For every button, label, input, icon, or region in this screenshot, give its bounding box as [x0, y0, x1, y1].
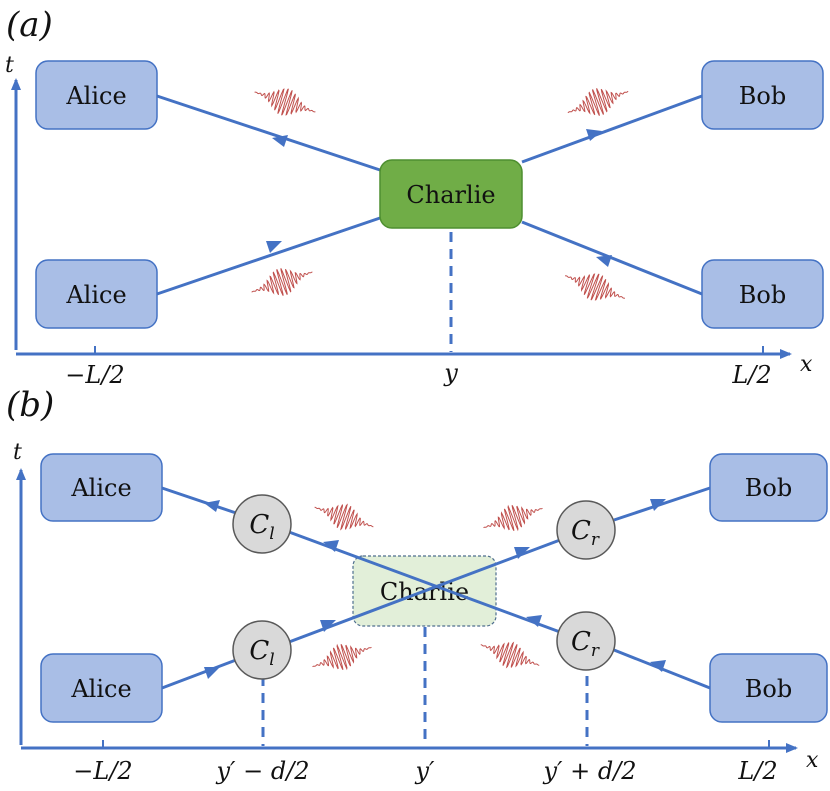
panel-b-arrow-alice-top: [204, 500, 220, 512]
panel-b-pulse-4: [480, 641, 540, 669]
panel-b-alice-bottom-label: Alice: [70, 675, 131, 703]
panel-b-arrow-cl-top: [323, 540, 339, 552]
panel-b-alice-bottom-box: [40, 653, 163, 723]
panel-a-label: (a): [6, 5, 53, 45]
panel-b-bob-top-label: Bob: [745, 474, 792, 502]
panel-a-arrow-bob-top: [586, 129, 602, 141]
panel-a-line-bob-top: [521, 94, 703, 164]
panel-b: (b) t x Charlie: [6, 385, 828, 785]
panel-a-bob-bottom-label: Bob: [739, 281, 786, 309]
panel-a-alice-top-label: Alice: [65, 82, 126, 110]
panel-b-cr-bottom-label: Cr: [571, 627, 600, 661]
panel-b-cl-bottom-main: C: [249, 636, 269, 666]
panel-a-alice-bottom-box: [35, 259, 158, 329]
panel-b-arrow-cl-bottom: [320, 620, 336, 632]
panel-a-arrow-alice-bottom: [266, 241, 282, 253]
panel-b-arrow-cr-bottom: [526, 615, 542, 627]
panel-b-alice-top-box: [40, 453, 163, 522]
panel-b-pulse-1: [314, 503, 374, 531]
panel-a-bob-bottom-box: [701, 259, 824, 329]
panel-b-tick-l-label: y′ − d/2: [215, 757, 309, 785]
panel-a-pulse-2: [567, 88, 629, 116]
panel-b-cr-bottom-circle: [556, 611, 616, 671]
panel-b-cl-bottom-label: Cl: [249, 636, 274, 670]
panel-a-line-alice-bottom: [156, 216, 381, 296]
panel-b-tick-right-label: L/2: [737, 757, 777, 785]
panel-b-line-cr-top-bob: [613, 486, 711, 522]
panel-b-cr-bottom-sub: r: [591, 641, 600, 661]
panel-a-bob-top-box: [701, 60, 824, 130]
panel-a-pulse-4: [564, 273, 626, 301]
panel-b-line-alice-bottom: [161, 658, 237, 690]
panel-b-t-label: t: [13, 440, 22, 465]
panel-a-arrow-bob-bottom: [596, 255, 612, 267]
panel-b-x-label: x: [806, 748, 819, 773]
panel-a-tick-left-label: −L/2: [65, 361, 124, 389]
panel-b-line-alice-top: [161, 486, 237, 515]
panel-b-cl-bottom-sub: l: [269, 650, 274, 670]
panel-a-line-alice-top: [156, 94, 381, 172]
panel-b-cl-bottom-circle: [232, 620, 292, 680]
panel-b-pulse-2: [483, 504, 543, 532]
panel-b-tick-mid-label: y′: [414, 757, 435, 785]
panel-b-arrow-bob-top: [650, 499, 666, 511]
panel-a-tick-right-label: L/2: [731, 361, 771, 389]
panel-a-charlie-label: Charlie: [406, 181, 495, 209]
panel-b-cr-top-main: C: [571, 516, 591, 546]
panel-a-alice-bottom-label: Alice: [65, 281, 126, 309]
panel-b-cr-top-circle: [556, 500, 616, 560]
panel-b-label: (b): [6, 385, 54, 425]
panel-b-arrow-alice-bottom: [204, 667, 220, 679]
panel-a-line-bob-bottom: [521, 220, 703, 296]
panel-a-pulse-1: [254, 88, 316, 116]
panel-a-x-label: x: [800, 352, 813, 377]
panel-b-line-cl-bottom-cr-top: [288, 538, 561, 644]
panel-b-bob-bottom-box: [709, 653, 828, 723]
panel-a-alice-top-box: [35, 60, 158, 130]
panel-a: (a) t x Alice Alice Bob Bob Char: [5, 5, 824, 389]
panel-b-alice-top-label: Alice: [70, 474, 131, 502]
panel-b-cl-top-sub: l: [269, 524, 274, 544]
panel-a-charlie-box: [379, 159, 523, 229]
panel-b-pulse-3: [312, 643, 372, 671]
panel-b-bob-bottom-label: Bob: [745, 675, 792, 703]
panel-a-pulse-3: [251, 268, 313, 296]
panel-b-bob-top-box: [709, 453, 828, 522]
panel-b-cl-top-main: C: [249, 510, 269, 540]
panel-b-cr-top-sub: r: [591, 530, 600, 550]
panel-a-arrow-alice-top: [272, 135, 288, 147]
panel-b-tick-r-label: y′ + d/2: [542, 757, 636, 785]
panel-a-t-label: t: [5, 53, 14, 78]
panel-b-tick-left-label: −L/2: [73, 757, 132, 785]
panel-a-tick-mid-label: y: [443, 359, 458, 387]
panel-b-arrow-cr-top: [514, 547, 530, 559]
panel-b-cl-top-circle: [232, 494, 292, 554]
panel-a-bob-top-label: Bob: [739, 82, 786, 110]
panel-b-cl-top-label: Cl: [249, 510, 274, 544]
panel-b-cr-top-label: Cr: [571, 516, 600, 550]
panel-b-arrow-bob-bottom: [650, 660, 666, 672]
panel-b-cr-bottom-main: C: [571, 627, 591, 657]
